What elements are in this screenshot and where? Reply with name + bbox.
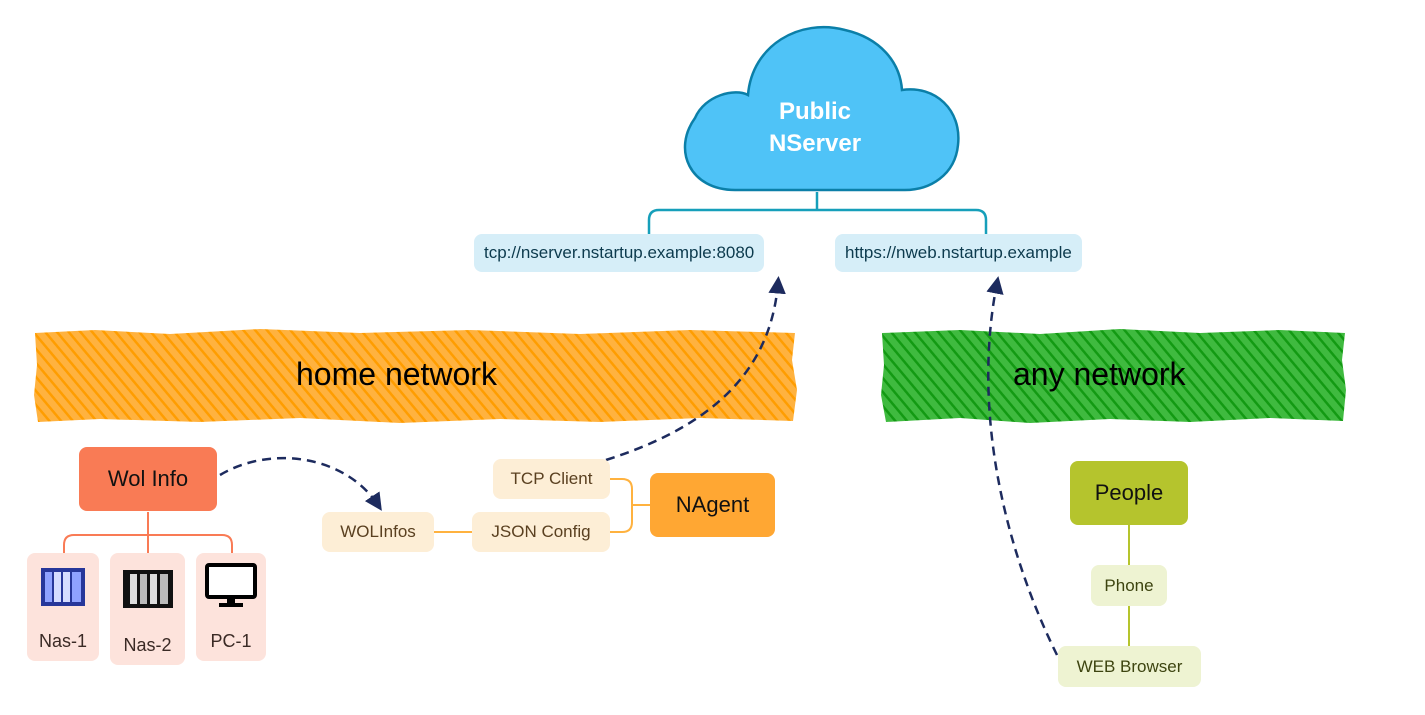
people-node: People (1070, 461, 1188, 525)
tcp-client-chip: TCP Client (493, 459, 610, 499)
any-network-band (881, 329, 1346, 423)
public-nserver-label: Public NServer (715, 96, 915, 160)
https-endpoint-chip: https://nweb.nstartup.example (835, 234, 1082, 272)
arrow-tcp-client-to-nserver (605, 276, 786, 462)
tcp-endpoint-chip: tcp://nserver.nstartup.example:8080 (474, 234, 765, 272)
monitor-icon (205, 563, 257, 607)
cloud-label-line1: Public (778, 98, 851, 125)
device-label: PC-1 (210, 631, 252, 651)
wol-info-node: Wol Info (79, 447, 217, 511)
nagent-connector (434, 478, 650, 533)
device-nas-1: Nas-1 (27, 553, 99, 661)
phone-chip: Phone (1091, 565, 1167, 606)
arrow-browser-to-nweb (986, 276, 1059, 656)
wol-info-connector (63, 512, 233, 553)
device-pc-1: PC-1 (196, 553, 266, 661)
nas-icon (41, 568, 85, 606)
cloud-connector (647, 192, 988, 236)
json-config-chip: JSON Config (472, 512, 610, 552)
any-network-label: any network (1013, 356, 1186, 392)
device-nas-2: Nas-2 (110, 553, 185, 665)
web-browser-chip: WEB Browser (1058, 646, 1201, 687)
wolinfos-chip: WOLInfos (322, 512, 434, 552)
device-label: Nas-1 (38, 631, 87, 651)
cloud-label-line2: NServer (768, 130, 862, 157)
home-network-label: home network (296, 356, 497, 392)
home-network-band (34, 329, 797, 423)
device-label: Nas-2 (123, 635, 172, 655)
nas-icon (122, 570, 173, 608)
arrow-wolinfo-to-wolinfos (219, 456, 382, 511)
dashed-arrows (219, 276, 1059, 656)
nagent-node: NAgent (650, 473, 775, 537)
cloud-shape (683, 25, 960, 192)
